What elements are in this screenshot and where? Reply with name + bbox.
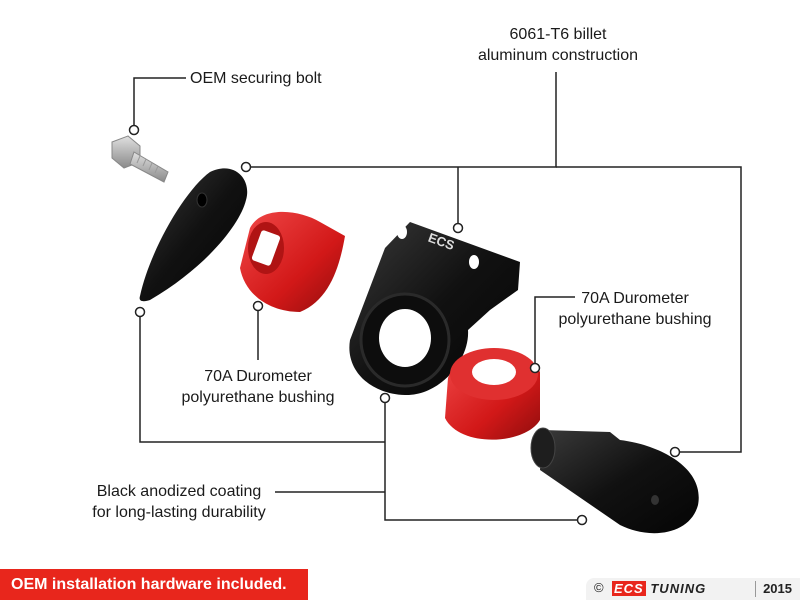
callout-bushing-right-line2: polyurethane bushing [558, 311, 712, 328]
callout-bushing-left-line1: 70A Durometer [204, 368, 312, 385]
callout-bolt-text: OEM securing bolt [190, 70, 322, 87]
callout-billet-line1: 6061-T6 billet [509, 26, 607, 43]
billet-bracket: ECS [349, 222, 520, 396]
callout-bushing-right-line1: 70A Durometer [581, 290, 689, 307]
footer-year: 2015 [763, 581, 792, 596]
callout-coating-line1: Black anodized coating [96, 483, 262, 500]
logo-tuning: TUNING [650, 581, 707, 596]
callout-coating-line2: for long-lasting durability [92, 504, 266, 521]
shifter-arm [530, 427, 699, 534]
callout-billet: 6061-T6 billet aluminum construction [448, 24, 668, 66]
copyright-symbol: © [594, 580, 604, 595]
hardware-banner: OEM installation hardware included. [0, 569, 308, 600]
ecs-tuning-logo: ECS TUNING [612, 581, 706, 596]
leader-lines [133, 72, 742, 521]
leader-dots [128, 124, 681, 526]
callout-billet-line2: aluminum construction [477, 47, 639, 64]
red-bushing-right [445, 348, 540, 440]
footer-divider [755, 581, 756, 597]
oem-bolt [111, 135, 169, 183]
footer-brand: © ECS TUNING 2015 [586, 578, 800, 600]
callout-bushing-right: 70A Durometer polyurethane bushing [535, 288, 735, 330]
callout-bushing-left: 70A Durometer polyurethane bushing [158, 366, 358, 408]
callout-coating: Black anodized coating for long-lasting … [74, 481, 284, 523]
logo-ecs: ECS [612, 581, 646, 596]
callout-bushing-left-line2: polyurethane bushing [181, 389, 335, 406]
teardrop-bracket [139, 168, 248, 302]
callout-bolt: OEM securing bolt [190, 68, 322, 89]
red-bushing-left [240, 211, 345, 312]
